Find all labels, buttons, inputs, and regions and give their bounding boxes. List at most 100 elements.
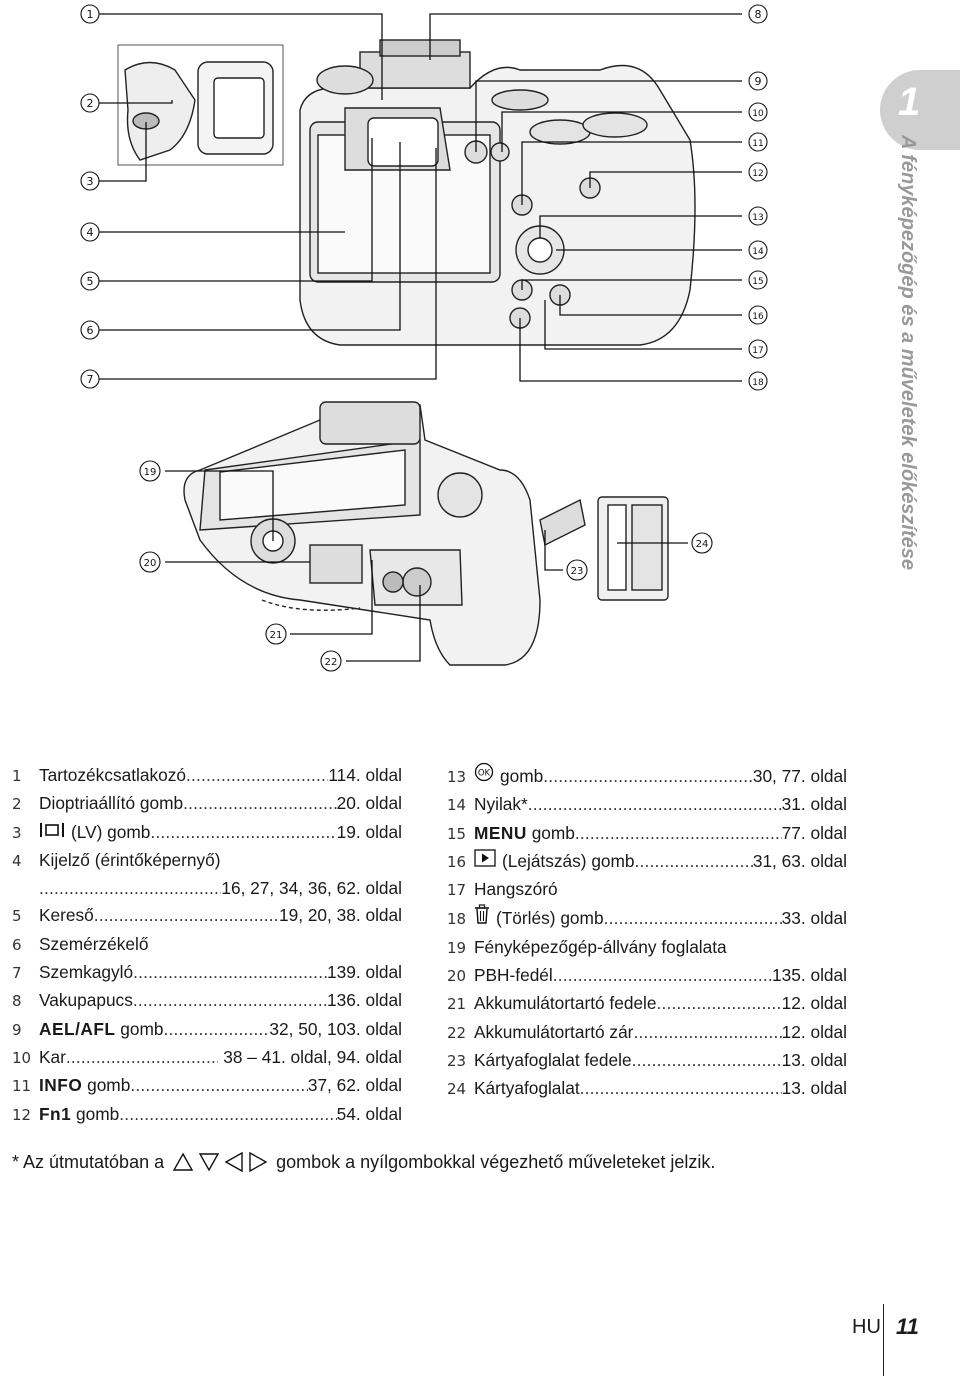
legend-marker: 13 [447, 768, 467, 786]
legend-label: (LV) gomb [71, 821, 151, 842]
legend-page: 114. oldal [328, 765, 402, 785]
legend-marker: 4 [12, 851, 22, 870]
legend-page: 13. oldal [781, 1078, 847, 1099]
legend-label: Hangszóró [474, 879, 558, 900]
legend-label: PBH-fedél [474, 965, 553, 986]
legend-marker: 9 [12, 1020, 22, 1039]
callout-4: 4 [87, 226, 94, 239]
callout-24: 24 [696, 539, 709, 550]
legend-page: 12. oldal [781, 993, 847, 1014]
legend-item: 17 Hangszóró [447, 876, 847, 904]
legend-marker: 14 [447, 796, 467, 815]
callout-2: 2 [87, 97, 94, 110]
ok-icon: OK [474, 762, 494, 782]
legend-marker: 16 [447, 852, 467, 871]
legend-label: Kereső [39, 905, 94, 926]
callout-16: 16 [752, 312, 764, 322]
callout-6: 6 [87, 324, 94, 337]
chapter-number: 1 [898, 80, 921, 124]
legend-label: MENU [474, 822, 527, 843]
callout-22: 22 [325, 657, 338, 668]
legend-marker: 10 [12, 1048, 32, 1067]
legend-label: (Törlés) gomb [496, 908, 604, 929]
legend-label: Fn1 [39, 1103, 72, 1124]
legend-marker: 23 [447, 1051, 467, 1070]
legend-label: Nyilak* [474, 794, 528, 815]
legend-marker: 2 [12, 795, 22, 814]
legend-label: Szemérzékelő [39, 933, 149, 954]
legend-page: 19. oldal [336, 821, 402, 842]
legend-label: Kijelző (érintőképernyő) [39, 849, 221, 870]
legend-item: 14 Nyilak* 31. oldal [447, 791, 847, 819]
legend-marker: 1 [12, 767, 22, 785]
trash-icon [474, 904, 490, 925]
legend-label: Dioptriaállító gomb [39, 793, 184, 814]
chapter-title-container: A fényképezőgép és a műveletek előkészít… [893, 135, 923, 710]
legend-item: 12 Fn1 gomb 54. oldal [12, 1101, 402, 1129]
legend-label-suffix: gomb [526, 822, 575, 843]
legend-page: 54. oldal [336, 1103, 402, 1124]
legend-page: 31, 63. oldal [752, 850, 847, 871]
legend-item: 10 Kar 38 – 41. oldal, 94. oldal [12, 1044, 402, 1072]
legend-item: 3 (LV) gomb 19. oldal [12, 819, 402, 847]
language-code: HU [852, 1316, 881, 1338]
legend-marker: 8 [12, 992, 22, 1011]
legend-item-continuation: 16, 27, 34, 36, 62. oldal [12, 875, 402, 902]
chapter-title: A fényképezőgép és a műveletek előkészít… [897, 135, 919, 571]
page-number: 11 [896, 1314, 919, 1339]
legend-label: Kar [39, 1046, 66, 1067]
callout-10: 10 [752, 109, 764, 119]
legend-marker: 11 [12, 1077, 32, 1096]
legend-marker: 6 [12, 935, 22, 954]
legend-marker: 7 [12, 964, 22, 983]
legend-label: Akkumulátortartó zár [474, 1021, 634, 1042]
callout-14: 14 [752, 247, 764, 257]
callout-8: 8 [755, 8, 762, 21]
camera-rear-illustration [299, 39, 696, 346]
legend-label: Kártyafoglalat fedele [474, 1049, 632, 1070]
legend-item: 2 Dioptriaállító gomb 20. oldal [12, 790, 402, 818]
legend-item: 15 MENU gomb 77. oldal [447, 820, 847, 848]
legend-page: 19, 20, 38. oldal [279, 905, 402, 926]
card-slot-illustration [597, 496, 669, 601]
legend-marker: 24 [447, 1080, 467, 1099]
legend-page: 77. oldal [781, 822, 847, 843]
callout-5: 5 [87, 275, 94, 288]
legend-marker: 18 [447, 910, 467, 929]
legend-item: 13 OK gomb 30, 77. oldal [447, 762, 847, 791]
legend-page: 37, 62. oldal [307, 1075, 402, 1096]
legend-item: 9 AEL/AFL gomb 32, 50, 103. oldal [12, 1016, 402, 1044]
legend-item: 5 Kereső 19, 20, 38. oldal [12, 902, 402, 930]
callout-11: 11 [752, 139, 763, 149]
legend-page: 32, 50, 103. oldal [269, 1018, 402, 1039]
legend-item: 24 Kártyafoglalat 13. oldal [447, 1075, 847, 1103]
legend-item: 20 PBH-fedél 135. oldal [447, 962, 847, 990]
callout-15: 15 [752, 277, 763, 287]
callout-12: 12 [752, 169, 763, 179]
legend-page: 12. oldal [781, 1021, 847, 1042]
legend-page: 38 – 41. oldal, 94. oldal [218, 1046, 402, 1067]
legend-marker: 22 [447, 1023, 467, 1042]
callout-23: 23 [571, 566, 584, 577]
legend-item: 16 (Lejátszás) gomb 31, 63. oldal [447, 848, 847, 876]
legend-label: Vakupapucs [39, 990, 133, 1011]
footnote-suffix: gombok a nyílgombokkal végezhető művelet… [276, 1151, 716, 1172]
legend-label-suffix: gomb [115, 1018, 164, 1039]
eyecup-inset-illustration [117, 44, 284, 166]
legend-left-column: 1 Tartozékcsatlakozó 114. oldal 2 Dioptr… [12, 762, 402, 1129]
legend-label: Kártyafoglalat [474, 1078, 580, 1099]
legend-item: 23 Kártyafoglalat fedele 13. oldal [447, 1047, 847, 1075]
arrow-left-icon [224, 1151, 243, 1173]
arrow-down-icon [198, 1153, 220, 1172]
legend-label: Fényképezőgép-állvány foglalata [474, 936, 727, 957]
legend-page: 16, 27, 34, 36, 62. oldal [221, 878, 402, 899]
callout-21: 21 [270, 630, 283, 641]
legend-marker: 12 [12, 1105, 32, 1124]
legend-item: 1 Tartozékcsatlakozó 114. oldal [12, 762, 402, 790]
legend-label: INFO [39, 1075, 83, 1096]
callout-19: 19 [144, 467, 157, 478]
callout-18: 18 [752, 378, 764, 388]
legend-marker: 19 [447, 938, 467, 957]
arrow-right-icon [249, 1151, 268, 1173]
legend-page: 20. oldal [336, 793, 402, 814]
